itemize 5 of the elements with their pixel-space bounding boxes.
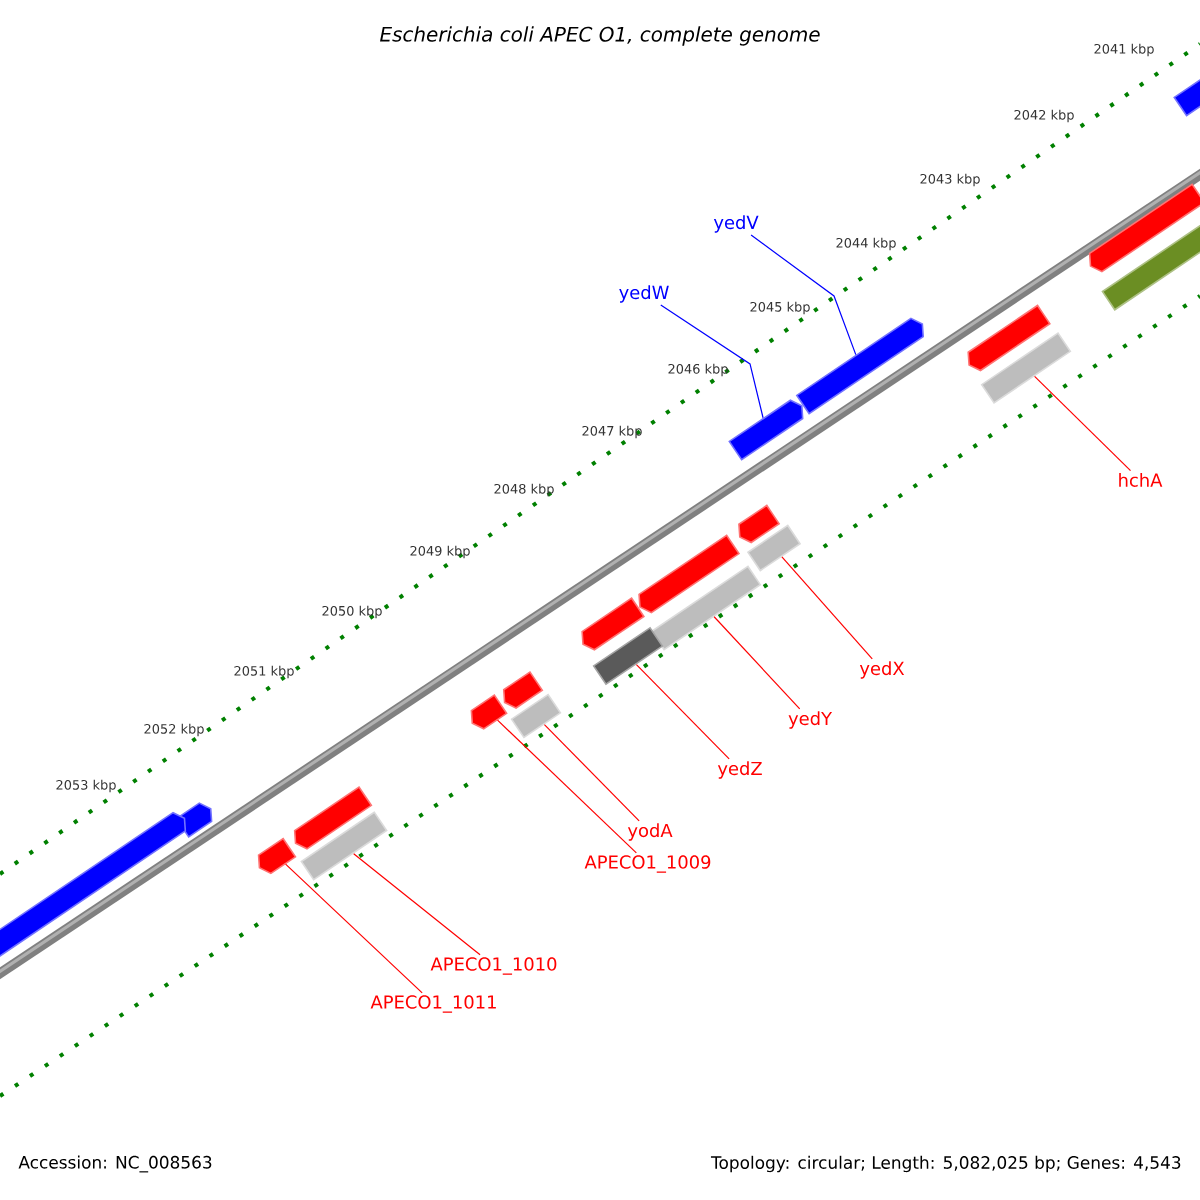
title: Escherichia coli APEC O1, complete genome bbox=[380, 26, 820, 46]
genome-info-text: Topology: circular; Length: 5,082,025 bp; Genes: 4,543 bbox=[710, 1155, 1181, 1173]
accession-text: Accession: NC_008563 bbox=[18, 1155, 212, 1173]
gene-label: APECO1_1011 bbox=[370, 995, 496, 1013]
gene-feature bbox=[1173, 75, 1200, 117]
